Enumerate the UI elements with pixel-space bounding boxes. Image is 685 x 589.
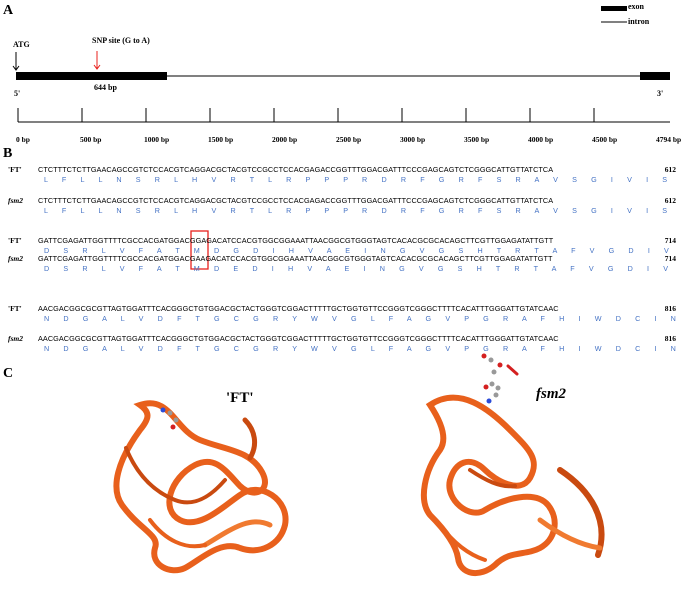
alignment-row-ft-3: 'FT' AACGACGGCGCGTTAGTGGATTTCACGGGCTGTGG… [8, 304, 680, 323]
scale-tick-label: 0 bp [16, 135, 30, 144]
scale-tick-label: 3000 bp [400, 135, 426, 144]
legend-intron-label: intron [628, 17, 650, 26]
fsm2-structure-label: fsm2 [536, 386, 566, 402]
nucleotide-sequence: CTCTTTCTCTTGAACAGCCGTCTCCACGTCAGGACGCTAC… [38, 165, 554, 174]
nucleotide-sequence: GATTCGAGATTGGTTTTCGCCACGATGGACGGAGACATCC… [38, 236, 554, 245]
position-number: 816 [664, 334, 676, 343]
scale-tick-label: 500 bp [80, 135, 102, 144]
row-label: fsm2 [8, 254, 23, 263]
nucleotide-sequence: GATTCGAGATTGGTTTTCGCCACGATGGACGAAGACATCC… [38, 254, 553, 263]
amino-acid-sequence: N D G A L V D F T G C G R Y W V G L F A … [44, 314, 682, 323]
scale-tick-label: 2500 bp [336, 135, 362, 144]
row-label: fsm2 [8, 196, 23, 205]
scale-tick-label: 1500 bp [208, 135, 234, 144]
ft-structure-label: 'FT' [226, 390, 254, 406]
position-number: 714 [664, 254, 676, 263]
legend-exon-swatch [601, 6, 627, 11]
legend-exon-label: exon [628, 2, 644, 11]
nucleotide-sequence: AACGACGGCGCGTTAGTGGATTTCACGGGCTGTGGACGCT… [38, 334, 559, 343]
alignment-row-ft-2: 'FT' GATTCGAGATTGGTTTTCGCCACGATGGACGGAGA… [8, 236, 680, 255]
scale-tick-label: 1000 bp [144, 135, 170, 144]
alignment-row-ft-1: 'FT' CTCTTTCTCTTGAACAGCCGTCTCCACGTCAGGAC… [8, 165, 680, 184]
nucleotide-sequence: CTCTTTCTCTTGAACAGCCGTCTCCACGTCAGGACGCTAC… [38, 196, 554, 205]
panel-c-label: C [3, 366, 14, 381]
ft-protein-structure [113, 400, 289, 574]
scale-tick-label: 4794 bp [656, 135, 682, 144]
row-label: fsm2 [8, 334, 23, 343]
scale-tick-label: 4500 bp [592, 135, 618, 144]
position-number: 612 [664, 196, 676, 205]
panel-b-label: B [3, 146, 13, 161]
amino-acid-sequence: L F L L N S R L H V R T L R P P P R D R … [44, 206, 674, 215]
exon-1 [16, 72, 167, 80]
fsm2-protein-structure [420, 353, 605, 576]
scale-ticks [17, 108, 595, 122]
position-number: 816 [664, 304, 676, 313]
panel-a-label: A [3, 3, 14, 18]
position-number: 612 [664, 165, 676, 174]
five-prime-label: 5' [14, 89, 21, 98]
alignment-row-fsm2-3: fsm2 AACGACGGCGCGTTAGTGGATTTCACGGGCTGTGG… [8, 334, 680, 353]
snp-highlight-box [190, 230, 209, 270]
row-label: 'FT' [8, 236, 22, 245]
scale-tick-label: 3500 bp [464, 135, 490, 144]
atg-label: ATG [13, 40, 30, 49]
alignment-row-fsm2-1: fsm2 CTCTTTCTCTTGAACAGCCGTCTCCACGTCAGGAC… [8, 196, 680, 215]
snp-label: SNP site (G to A) [92, 36, 150, 45]
nucleotide-sequence: AACGACGGCGCGTTAGTGGATTTCACGGGCTGTGGACGCT… [38, 304, 559, 313]
scale-tick-label: 2000 bp [272, 135, 298, 144]
amino-acid-sequence: L F L L N S R L H V R T L R P P P R D R … [44, 175, 674, 184]
amino-acid-sequence: N D G A L V D F T G C G R Y W V G L F A … [44, 344, 682, 353]
exon-2 [640, 72, 670, 80]
amino-acid-sequence: D S R L V F A T M D G D I H V A E I N G … [44, 246, 675, 255]
row-label: 'FT' [8, 304, 22, 313]
alignment-row-fsm2-2: fsm2 GATTCGAGATTGGTTTTCGCCACGATGGACGAAGA… [8, 254, 680, 273]
three-prime-label: 3' [657, 89, 664, 98]
row-label: 'FT' [8, 165, 22, 174]
scale-tick-label: 4000 bp [528, 135, 554, 144]
position-number: 714 [664, 236, 676, 245]
amino-acid-sequence: D S R L V F A T M D E D I H V A E I N G … [44, 264, 675, 273]
snp-position-label: 644 bp [94, 83, 117, 92]
